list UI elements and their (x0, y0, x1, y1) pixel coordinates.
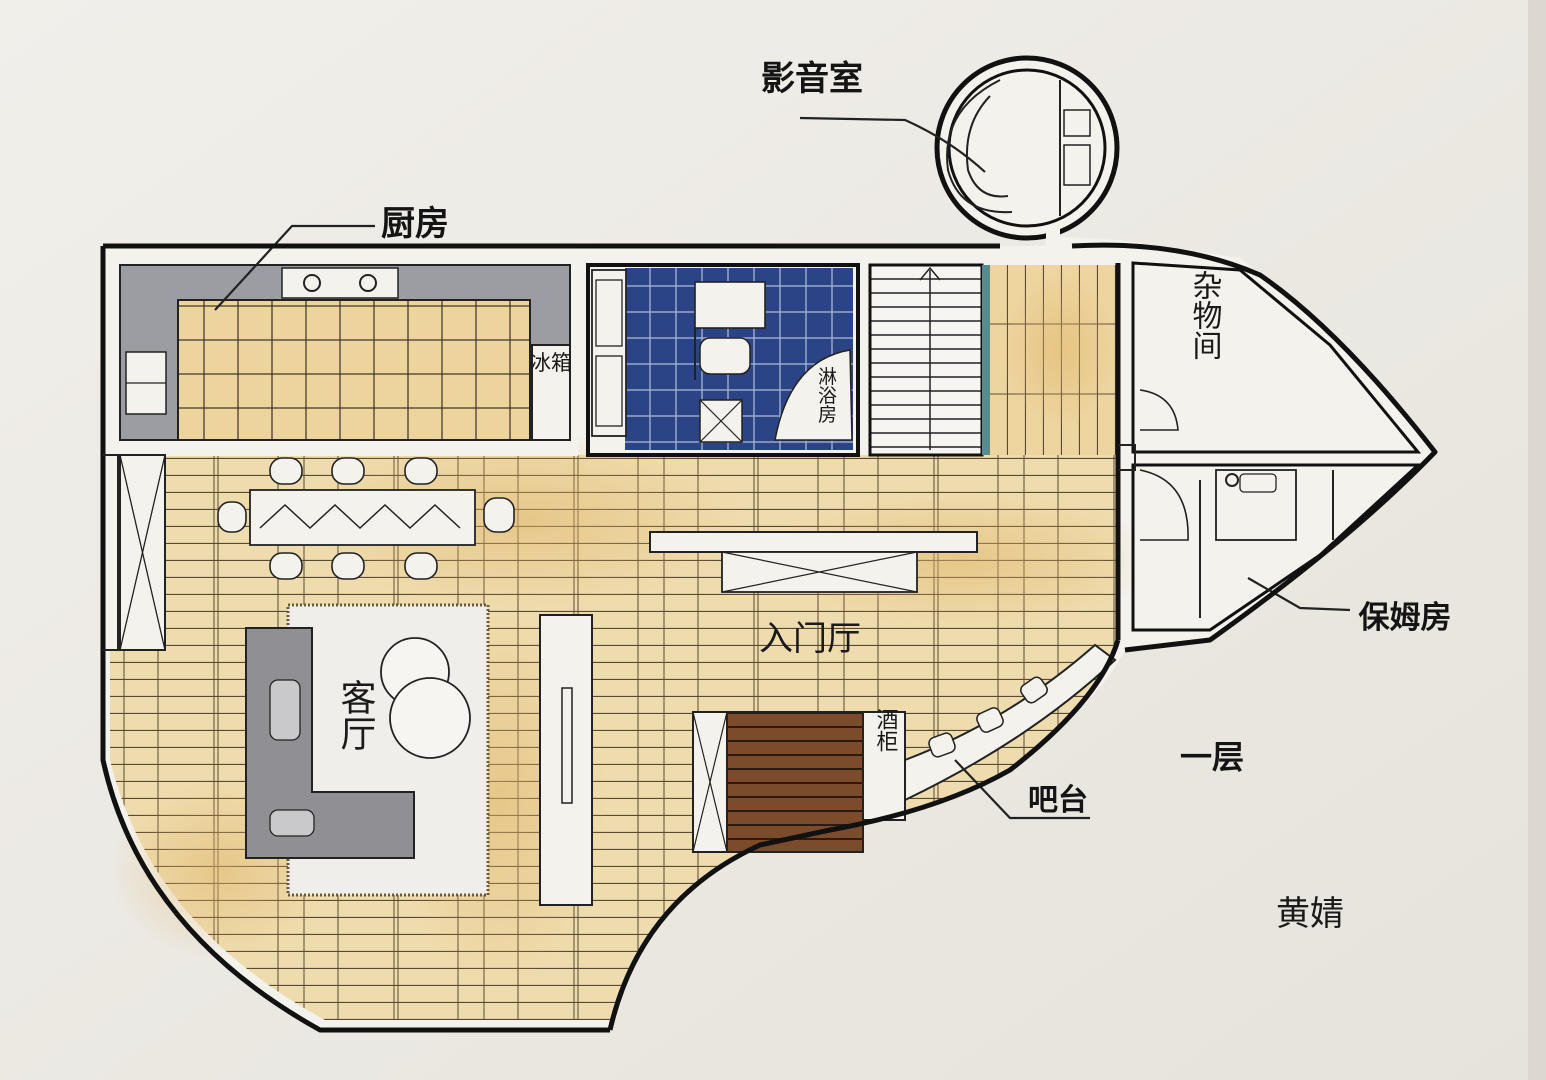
stool-icon (483, 497, 515, 533)
nanny-bed (1215, 469, 1297, 541)
theater-door (1046, 228, 1060, 264)
southwest-wall (100, 650, 610, 1033)
nanny-room-label: 保姆房 (1359, 600, 1452, 636)
fridge-label: 冰箱 (530, 351, 572, 375)
kitchen-leader-line (214, 224, 375, 311)
bath-vanity (591, 269, 627, 437)
kitchen-label: 厨房 (381, 204, 449, 244)
stool-icon (928, 732, 956, 758)
stool-icon (331, 552, 365, 580)
toilet-icon (699, 337, 751, 375)
stair-rail (982, 265, 990, 455)
entry-console (649, 531, 978, 553)
floor-stain (760, 490, 1160, 630)
stool-icon (269, 552, 303, 580)
signature-text: 黄婧 (1276, 894, 1344, 934)
stool-icon (331, 457, 365, 485)
theater-leader-line (799, 116, 986, 173)
paper-edge (1528, 0, 1546, 1080)
living-room-label: 客厅 (335, 679, 376, 751)
storage-label: 杂物间 (1187, 270, 1223, 360)
staircase (868, 263, 984, 457)
theater-sofa (946, 79, 1013, 214)
stool-icon (1020, 676, 1048, 704)
bar-leader-line (954, 759, 1090, 820)
coffee-table (389, 677, 471, 759)
burner-icon (303, 274, 321, 292)
bar-label-text: 吧台 (1028, 783, 1088, 818)
wine-cabinet (862, 711, 906, 821)
storage-room (1131, 261, 1422, 454)
stool-icon (269, 457, 303, 485)
shower-label: 淋浴房 (815, 366, 837, 423)
bar-stools (217, 457, 515, 580)
wine-cabinet-label: 酒柜 (873, 708, 899, 752)
storage-label-text: 杂物间 (1187, 270, 1223, 360)
floor-label: 一层 (1180, 738, 1244, 776)
wine-cabinet-label-text: 酒柜 (873, 708, 899, 752)
stove (281, 267, 399, 299)
stool-icon (217, 501, 247, 533)
dining-table (249, 489, 476, 546)
kitchen-label-text: 厨房 (381, 204, 449, 244)
shower-enclosure (774, 349, 853, 441)
east-wall (1071, 242, 1438, 653)
theater-label-text: 影音室 (761, 59, 863, 99)
floor-label-text: 一层 (1180, 738, 1244, 776)
entry-hall-label-text: 入门厅 (759, 619, 861, 659)
shower-door (694, 281, 766, 329)
tv-icon (561, 687, 573, 804)
south-curve-wall (607, 639, 1121, 1031)
nanny-room (1131, 463, 1422, 632)
nanny-room-label-text: 保姆房 (1359, 600, 1452, 636)
fridge-label-text: 冰箱 (530, 351, 572, 375)
stair-arrow-icon (919, 266, 941, 281)
theater-room (934, 55, 1120, 241)
theater-label: 影音室 (761, 59, 863, 99)
lamp-icon (1225, 473, 1239, 487)
fridge (531, 344, 571, 441)
shower-label-text: 淋浴房 (815, 366, 837, 423)
stool-icon (404, 457, 438, 485)
signature: 黄婧 (1276, 894, 1344, 934)
bar-stools-right (928, 676, 1048, 758)
bar-label: 吧台 (1028, 783, 1088, 818)
burner-icon (359, 274, 377, 292)
floor-stain (1000, 270, 1120, 430)
entry-hall-label: 入门厅 (759, 619, 861, 659)
stool-icon (976, 707, 1004, 733)
kitchen-tile-floor (177, 299, 531, 441)
stool-icon (404, 552, 438, 580)
living-room-label-text: 客厅 (335, 679, 376, 751)
nanny-leader-line (1247, 577, 1351, 612)
wine-stairs (726, 711, 864, 853)
